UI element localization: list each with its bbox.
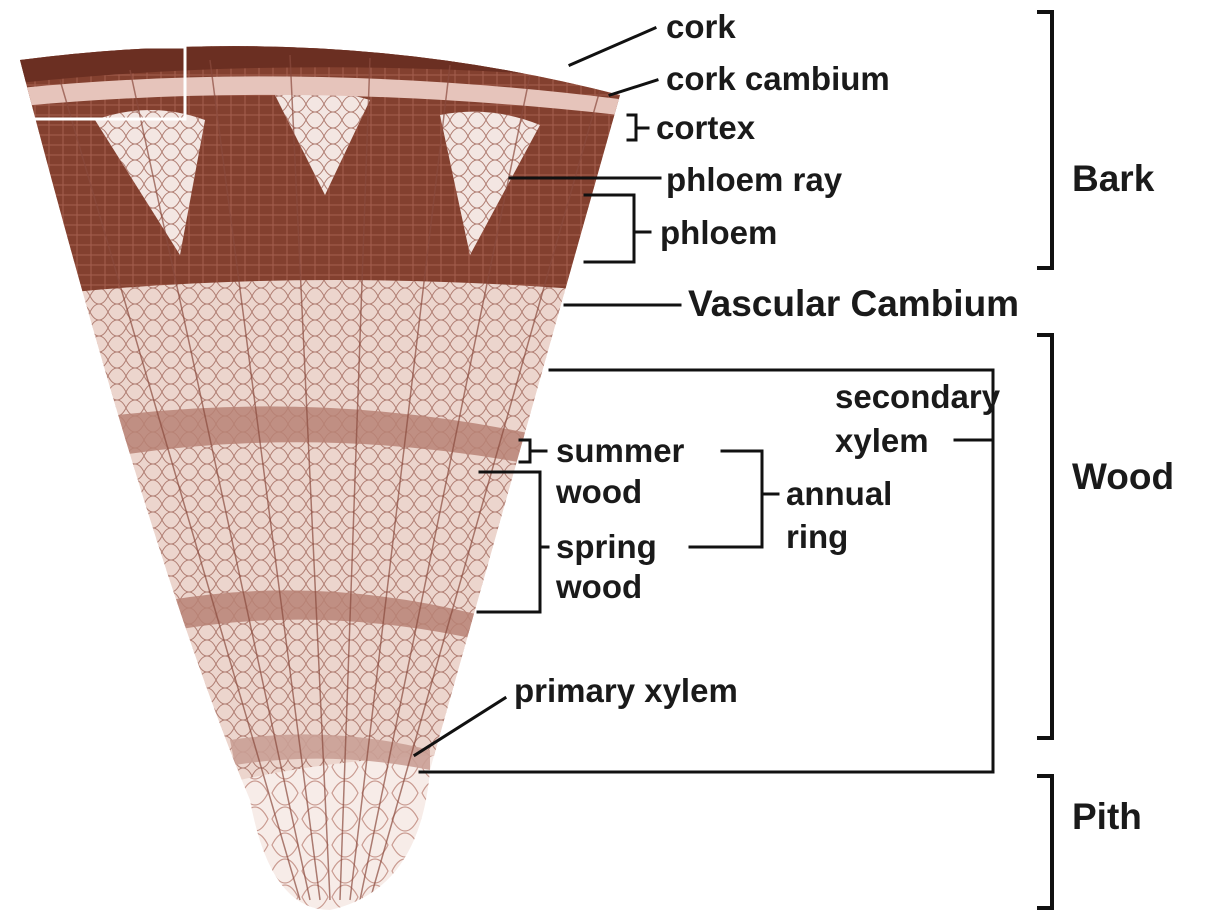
label-cortex: cortex <box>656 109 756 146</box>
bark-brace <box>1037 12 1052 268</box>
label-annual-ring-line2: ring <box>786 518 848 555</box>
label-secondary-xylem-line1: secondary <box>835 378 1001 415</box>
label-phloem: phloem <box>660 214 777 251</box>
pith-brace <box>1037 776 1052 908</box>
annual-ring-bracket <box>690 451 778 547</box>
cork-leader <box>570 28 655 65</box>
label-annual-ring-line1: annual <box>786 475 892 512</box>
label-vascular-cambium: Vascular Cambium <box>688 283 1019 324</box>
wood-brace <box>1037 335 1052 738</box>
group-label-bark: Bark <box>1072 158 1155 199</box>
label-primary-xylem: primary xylem <box>514 672 738 709</box>
label-spring-wood-line2: wood <box>555 568 642 605</box>
label-cork: cork <box>666 8 736 45</box>
group-label-pith: Pith <box>1072 796 1142 837</box>
phloem-bracket <box>585 195 650 262</box>
cork-cambium-leader <box>610 80 657 95</box>
label-summer-wood-line1: summer <box>556 432 685 469</box>
label-summer-wood-line2: wood <box>555 473 642 510</box>
label-phloem-ray: phloem ray <box>666 161 843 198</box>
group-label-wood: Wood <box>1072 456 1174 497</box>
summer-wood-bracket <box>520 440 546 462</box>
phloem-region <box>0 0 700 300</box>
cortex-bracket <box>628 115 648 140</box>
label-cork-cambium: cork cambium <box>666 60 890 97</box>
label-spring-wood-line1: spring <box>556 528 657 565</box>
label-secondary-xylem-line2: xylem <box>835 422 929 459</box>
